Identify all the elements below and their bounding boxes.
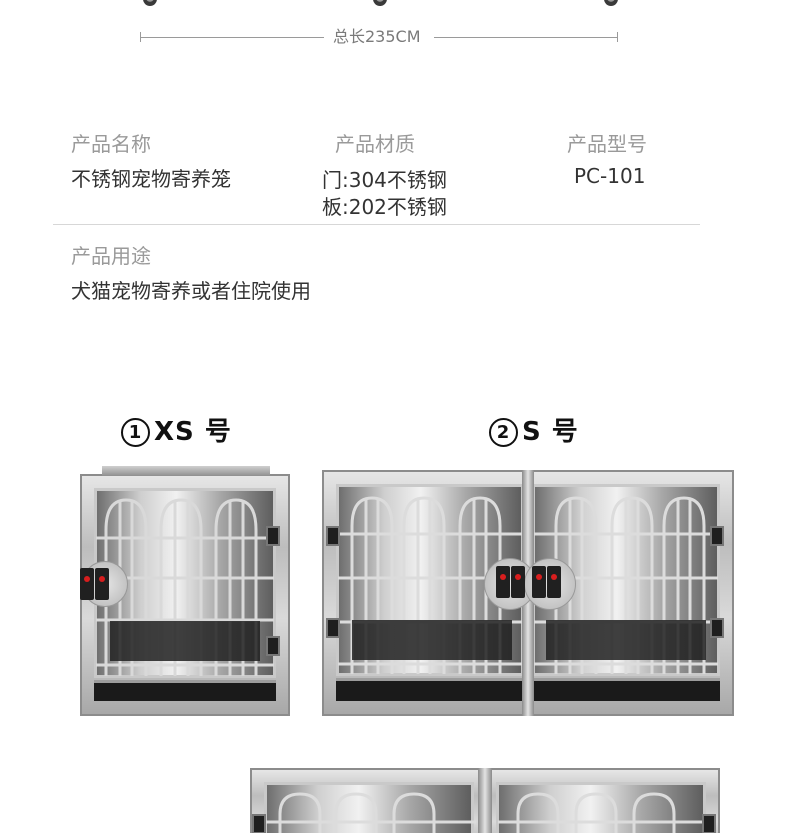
product-model-label: 产品型号 bbox=[567, 132, 647, 156]
cage-door-right bbox=[496, 782, 706, 833]
hinge-icon bbox=[266, 526, 280, 546]
size-s-label: S 号 bbox=[522, 417, 579, 447]
hinge-icon bbox=[326, 526, 340, 546]
product-name-value: 不锈钢宠物寄养笼 bbox=[71, 167, 231, 191]
latch-icon bbox=[80, 568, 94, 600]
latch-icon bbox=[547, 566, 561, 598]
cage-door-left bbox=[264, 782, 474, 833]
product-material-label: 产品材质 bbox=[335, 132, 415, 156]
hinge-icon bbox=[326, 618, 340, 638]
center-post bbox=[478, 768, 492, 833]
hinge-icon bbox=[702, 814, 716, 833]
dimension-line-left bbox=[140, 37, 324, 38]
hinge-icon bbox=[266, 636, 280, 656]
m-cage-image bbox=[250, 768, 720, 833]
cage-tray bbox=[532, 678, 720, 701]
cage-floor bbox=[110, 621, 260, 661]
dimension-tick-right bbox=[617, 32, 618, 42]
product-name-label: 产品名称 bbox=[71, 132, 151, 156]
cage-bars-icon bbox=[266, 792, 706, 833]
material-board-value: 板:202不锈钢 bbox=[322, 195, 447, 219]
cage-tray bbox=[94, 680, 276, 701]
cage-top bbox=[102, 466, 270, 476]
product-model-value: PC-101 bbox=[574, 164, 646, 188]
cage-tray bbox=[336, 678, 524, 701]
s-cage-image bbox=[322, 470, 734, 716]
latch-icon bbox=[95, 568, 109, 600]
latch-icon bbox=[496, 566, 510, 598]
size-number-badge: 2 bbox=[489, 418, 518, 447]
cage-floor bbox=[352, 620, 512, 660]
size-xs-label: XS 号 bbox=[154, 417, 232, 447]
hinge-icon bbox=[710, 526, 724, 546]
caster-wheel-icon bbox=[604, 0, 618, 6]
hinge-icon bbox=[252, 814, 266, 833]
product-usage-label: 产品用途 bbox=[71, 244, 151, 268]
size-number-badge: 1 bbox=[121, 418, 150, 447]
cage-floor bbox=[546, 620, 706, 660]
material-door-value: 门:304不锈钢 bbox=[322, 168, 447, 192]
latch-icon bbox=[511, 566, 525, 598]
total-length-text: 总长235CM bbox=[333, 27, 421, 46]
xs-cage-image bbox=[80, 466, 290, 716]
spec-divider bbox=[53, 224, 700, 225]
hinge-icon bbox=[710, 618, 724, 638]
product-usage-value: 犬猫宠物寄养或者住院使用 bbox=[71, 279, 311, 303]
caster-wheel-icon bbox=[143, 0, 157, 6]
dimension-line-right bbox=[434, 37, 617, 38]
caster-wheel-icon bbox=[373, 0, 387, 6]
latch-icon bbox=[532, 566, 546, 598]
